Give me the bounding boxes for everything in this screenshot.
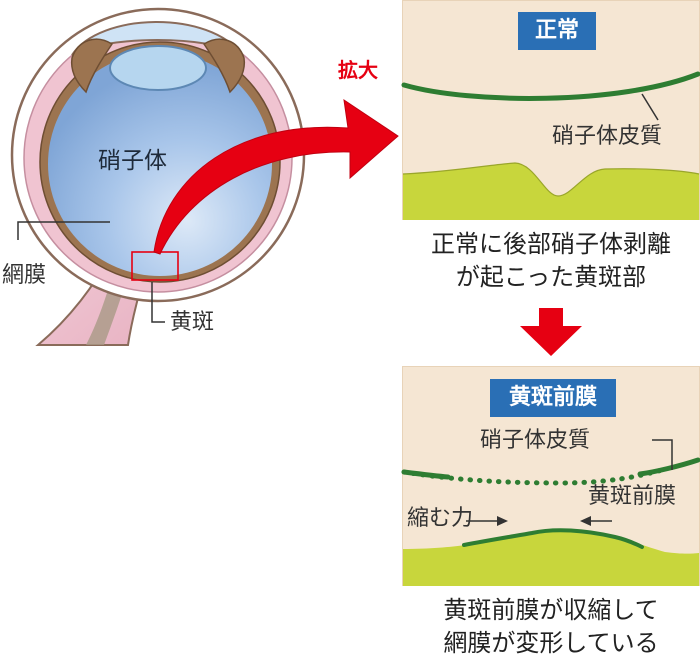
normal-caption-line-1: 正常に後部硝子体剥離: [431, 230, 671, 258]
erm-caption: 黄斑前膜が収縮して 網膜が変形している: [402, 594, 700, 660]
zoom-label: 拡大: [338, 58, 378, 82]
erm-caption-line-1: 黄斑前膜が収縮して: [443, 596, 659, 624]
retina-label: 網膜: [2, 263, 47, 288]
force-label: 縮む力: [407, 506, 474, 531]
erm-caption-line-2: 網膜が変形している: [443, 629, 659, 657]
erm-cortex-label: 硝子体皮質: [480, 428, 591, 453]
normal-caption-line-2: が起こった黄斑部: [455, 263, 647, 291]
lens: [109, 45, 207, 91]
erm-badge: 黄斑前膜: [490, 379, 616, 417]
macula-label: 黄斑: [170, 310, 215, 335]
normal-caption: 正常に後部硝子体剥離 が起こった黄斑部: [402, 228, 700, 294]
normal-cortex-label: 硝子体皮質: [552, 124, 663, 149]
vitreous-label: 硝子体: [98, 148, 167, 174]
erm-membrane-label: 黄斑前膜: [588, 484, 677, 509]
membrane-line: [462, 528, 644, 549]
normal-badge: 正常: [518, 12, 596, 50]
